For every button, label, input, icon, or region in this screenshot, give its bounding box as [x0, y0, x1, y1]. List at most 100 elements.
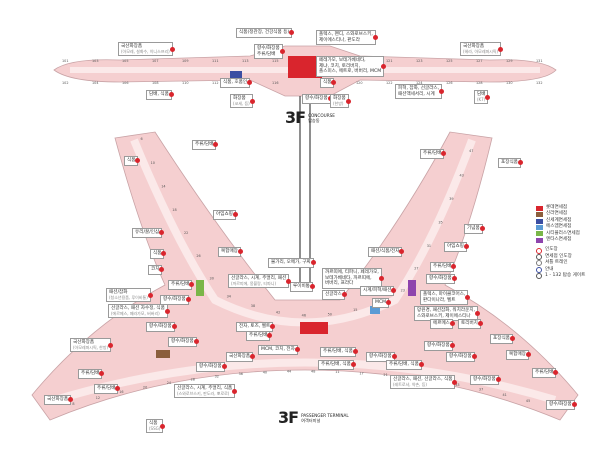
store-label-c-liquor-tobacco[interactable]: 향수/화장품 주류/담배	[254, 44, 285, 60]
pickup-dot-icon	[495, 377, 501, 383]
legend-symbol-name: 1 - 132 탑승 게이트	[545, 273, 586, 279]
store-label-t-goods-right[interactable]: 기념품	[464, 224, 485, 234]
store-label-t-food-left[interactable]: 식품	[124, 156, 141, 166]
legend-store-name: 신세계면세점	[546, 217, 572, 223]
store-label-t-liquor-c4[interactable]: 주류/담배, 식품	[386, 360, 424, 370]
store-label-t-imshopping-r[interactable]: 아임쇼핑	[444, 242, 469, 252]
information-icon	[536, 266, 542, 273]
store-label-c-food-ginseng[interactable]: 식품, 호품인	[220, 78, 253, 88]
store-label-c-fashion-2[interactable]: 페레가모, 보테가베네타, 제냐, 코치, 토리버치, 폴스미스, 에트로, 버…	[316, 56, 387, 77]
store-label-t-perfume-r7[interactable]: 향수/화장품	[546, 400, 577, 410]
store-label-c-food-near[interactable]: 식품	[320, 78, 337, 88]
store-label-t-perfume-r3[interactable]: 향수/화장품	[446, 352, 477, 362]
store-label-t-liquor-left-5[interactable]: 주류/담배	[78, 369, 105, 379]
store-label-t-fashion-right[interactable]: 포장식품	[498, 158, 523, 168]
store-label-t-mcm[interactable]: MCM, 코치, 전자	[258, 345, 300, 355]
store-label-t-perfume-l4[interactable]: 향수/화장품	[196, 362, 227, 372]
gate-number: 116	[272, 81, 278, 85]
store-block-red-2	[300, 322, 328, 334]
store-label-t-liquor-left-3[interactable]: 향수/화장품	[160, 295, 191, 305]
gate-number: 46	[302, 313, 306, 317]
store-label-t-ginseng[interactable]: 유리/꿀/인삼	[132, 228, 165, 238]
store-label-c-cosmetic-right[interactable]: 화장품(한방)	[330, 94, 351, 109]
store-label-t-liquor-c3[interactable]: 주류/담배, 식품	[318, 360, 356, 370]
store-label-t-watch-right[interactable]: 시계/피혁/패션	[360, 286, 397, 296]
store-label-c-watch[interactable]: 피혁, 잡화, 선글라스, 패션액세서리, 시계	[395, 84, 445, 100]
store-label-t-liquor-r6[interactable]: 주류/담배	[532, 368, 559, 378]
gate-number: 8	[72, 402, 74, 406]
store-label-t-fashion-center[interactable]: 까르띠에, 티파니, 페레가모, 보테가베네타, 까르띠에, 버버리, 프라다	[322, 268, 384, 289]
store-label-t-gucci[interactable]: 불가리, 오메가, 구찌	[268, 258, 316, 268]
store-label-t-accessories[interactable]: 선글라스, 시계, 주얼리, 패션(까르띠에, 몽블랑, 티파니)	[228, 274, 292, 289]
store-label-t-accessories-2[interactable]: 선글라스, 시계, 주얼리, 식품(스와로브스키, 판도라, 뽀로로)	[174, 384, 238, 399]
store-label-t-fashion-left-2[interactable]: 선글라스, 패션 자수정, 식품(에르메스, 페라가모, 버버리)	[108, 304, 170, 319]
store-label-c-liquor-right[interactable]: 담배(K7)	[474, 90, 491, 105]
store-label-t-hermes[interactable]: 에르메스	[430, 319, 455, 329]
store-label-t-tori[interactable]: 토리버치	[458, 319, 483, 329]
store-label-t-food-2[interactable]: 식품	[150, 249, 167, 259]
legend-symbol-name: 인도장	[545, 247, 558, 253]
store-label-t-perfume-center[interactable]: 향수/화장품	[366, 352, 397, 362]
pickup-dot-icon	[267, 333, 273, 339]
store-label-t-mcm-right[interactable]: MCM	[372, 298, 392, 308]
gate-number: 17	[359, 371, 363, 375]
store-label-c-cosmetics-left[interactable]: 국산화장품(아모레, 설화수, 이니스프리)	[118, 42, 175, 57]
store-label-text: 주류/담배	[423, 151, 442, 156]
pickup-dot-icon	[232, 388, 238, 394]
gate-number: 36	[239, 372, 243, 376]
store-label-t-fashion-right-6[interactable]: 선글라스, 패션, 선글라스, 식품(레트로샤, 약손, 등)	[390, 375, 458, 390]
pickup-dot-icon	[525, 352, 531, 358]
pickup-dot-icon	[386, 300, 392, 306]
store-label-text: 망원경, 패션잡화, 워치라운지, 스와로브스키, 제이에스티나	[417, 308, 476, 319]
store-label-t-goods[interactable]: 아임쇼핑	[213, 210, 238, 220]
store-label-text: 향수/화장품	[171, 339, 194, 344]
store-label-t-liquor-r5[interactable]: 복합매장	[506, 350, 531, 360]
store-label-t-liquor-left-2[interactable]: 주류/담배	[168, 280, 195, 290]
pickup-dot-icon	[465, 295, 471, 301]
store-label-t-liquor-left-6[interactable]: 주류/담배	[94, 384, 121, 394]
pickup-dot-icon	[475, 311, 481, 317]
store-label-c-food-health[interactable]: 식품(정관장, 건강식품 등)	[236, 28, 295, 38]
store-label-t-cosmetics-kr-l[interactable]: 국산화장품(아모레퍼시픽, 한방)	[70, 338, 114, 353]
store-label-t-food-ssg[interactable]: 식품(SSG)	[146, 419, 166, 434]
store-label-text: 시계/피혁/패션	[363, 288, 392, 293]
store-label-c-fashion-1[interactable]: 폴렉스, 펜디, 스와로브스키, 제이에스티나, 판도라	[316, 30, 378, 46]
gate-number: 132	[536, 81, 542, 85]
store-label-t-perfume-r2[interactable]: 향수/화장품	[424, 341, 455, 351]
store-label-t-liquor-center-l[interactable]: 향수/화장품	[146, 322, 177, 332]
store-label-t-liquor-right[interactable]: 주류/담배	[420, 149, 447, 159]
store-label-t-liquor-left[interactable]: 주류/담배	[192, 140, 219, 150]
gate-number: 112	[212, 81, 218, 85]
store-label-c-cosmetic-left[interactable]: 화장품(코세, 등)	[230, 94, 255, 109]
store-label-t-fashion-r5[interactable]: 망원경, 패션잡화, 워치라운지, 스와로브스키, 제이에스티나	[414, 306, 481, 322]
store-label-t-louis[interactable]: 루이비통	[290, 282, 315, 292]
pickup-dot-icon	[237, 249, 243, 255]
store-label-t-duty-right[interactable]: 포장식품	[490, 334, 515, 344]
gate-number: 39	[449, 197, 453, 201]
store-label-t-cosmetics-l5[interactable]: 국산화장품	[44, 395, 74, 405]
store-label-c-cosmetics-right[interactable]: 국산화장품(헤라, 아모레퍼시픽)	[460, 42, 504, 57]
store-label-t-fashion-left[interactable]: 패션/잡화(청소년용품, 루이비통)	[106, 288, 153, 303]
gate-number: 105	[122, 59, 128, 63]
store-label-t-cosmetics-l2[interactable]: 코치	[148, 265, 165, 275]
store-label-t-liquor-c2[interactable]: 주류/담배, 식품	[320, 347, 358, 357]
store-label-t-fashion-center-2[interactable]: 전자, 토즈, 벨트	[236, 322, 276, 332]
gate-number: 28	[191, 377, 195, 381]
store-label-t-perfume-left[interactable]: 향수/화장품	[168, 337, 199, 347]
store-label-t-fashion-right-2[interactable]: 패션/식품/전자	[368, 247, 405, 257]
store-label-t-perfume-r6[interactable]: 향수/화장품	[470, 375, 501, 385]
store-label-t-fashion-r4[interactable]: 폴렉스, 마이클코어스, 판다이나라, 벨트	[420, 290, 471, 306]
gate-number: 48	[311, 370, 315, 374]
store-label-t-liquor-r2[interactable]: 향수/화장품	[426, 274, 457, 284]
store-label-c-liquor-food-left[interactable]: 담배, 식품	[146, 90, 174, 100]
store-label-t-fashion-right-3[interactable]: 선글라스	[322, 290, 347, 300]
pickup-dot-icon	[189, 282, 195, 288]
legend-symbol-0: 인도장	[536, 247, 606, 254]
store-label-t-liquor-3[interactable]: 주류/담배	[246, 331, 273, 341]
gate-number: 111	[212, 59, 218, 63]
store-label-t-cosmetic-center[interactable]: 국산화장품	[226, 352, 256, 362]
store-label-c-liquor-center[interactable]: 향수/화장품	[302, 94, 333, 104]
store-label-t-duty-cross[interactable]: 복합매장	[218, 247, 243, 257]
pickup-dot-icon	[159, 267, 165, 273]
store-label-t-liquor-r3[interactable]: 주류/담배	[430, 262, 457, 272]
